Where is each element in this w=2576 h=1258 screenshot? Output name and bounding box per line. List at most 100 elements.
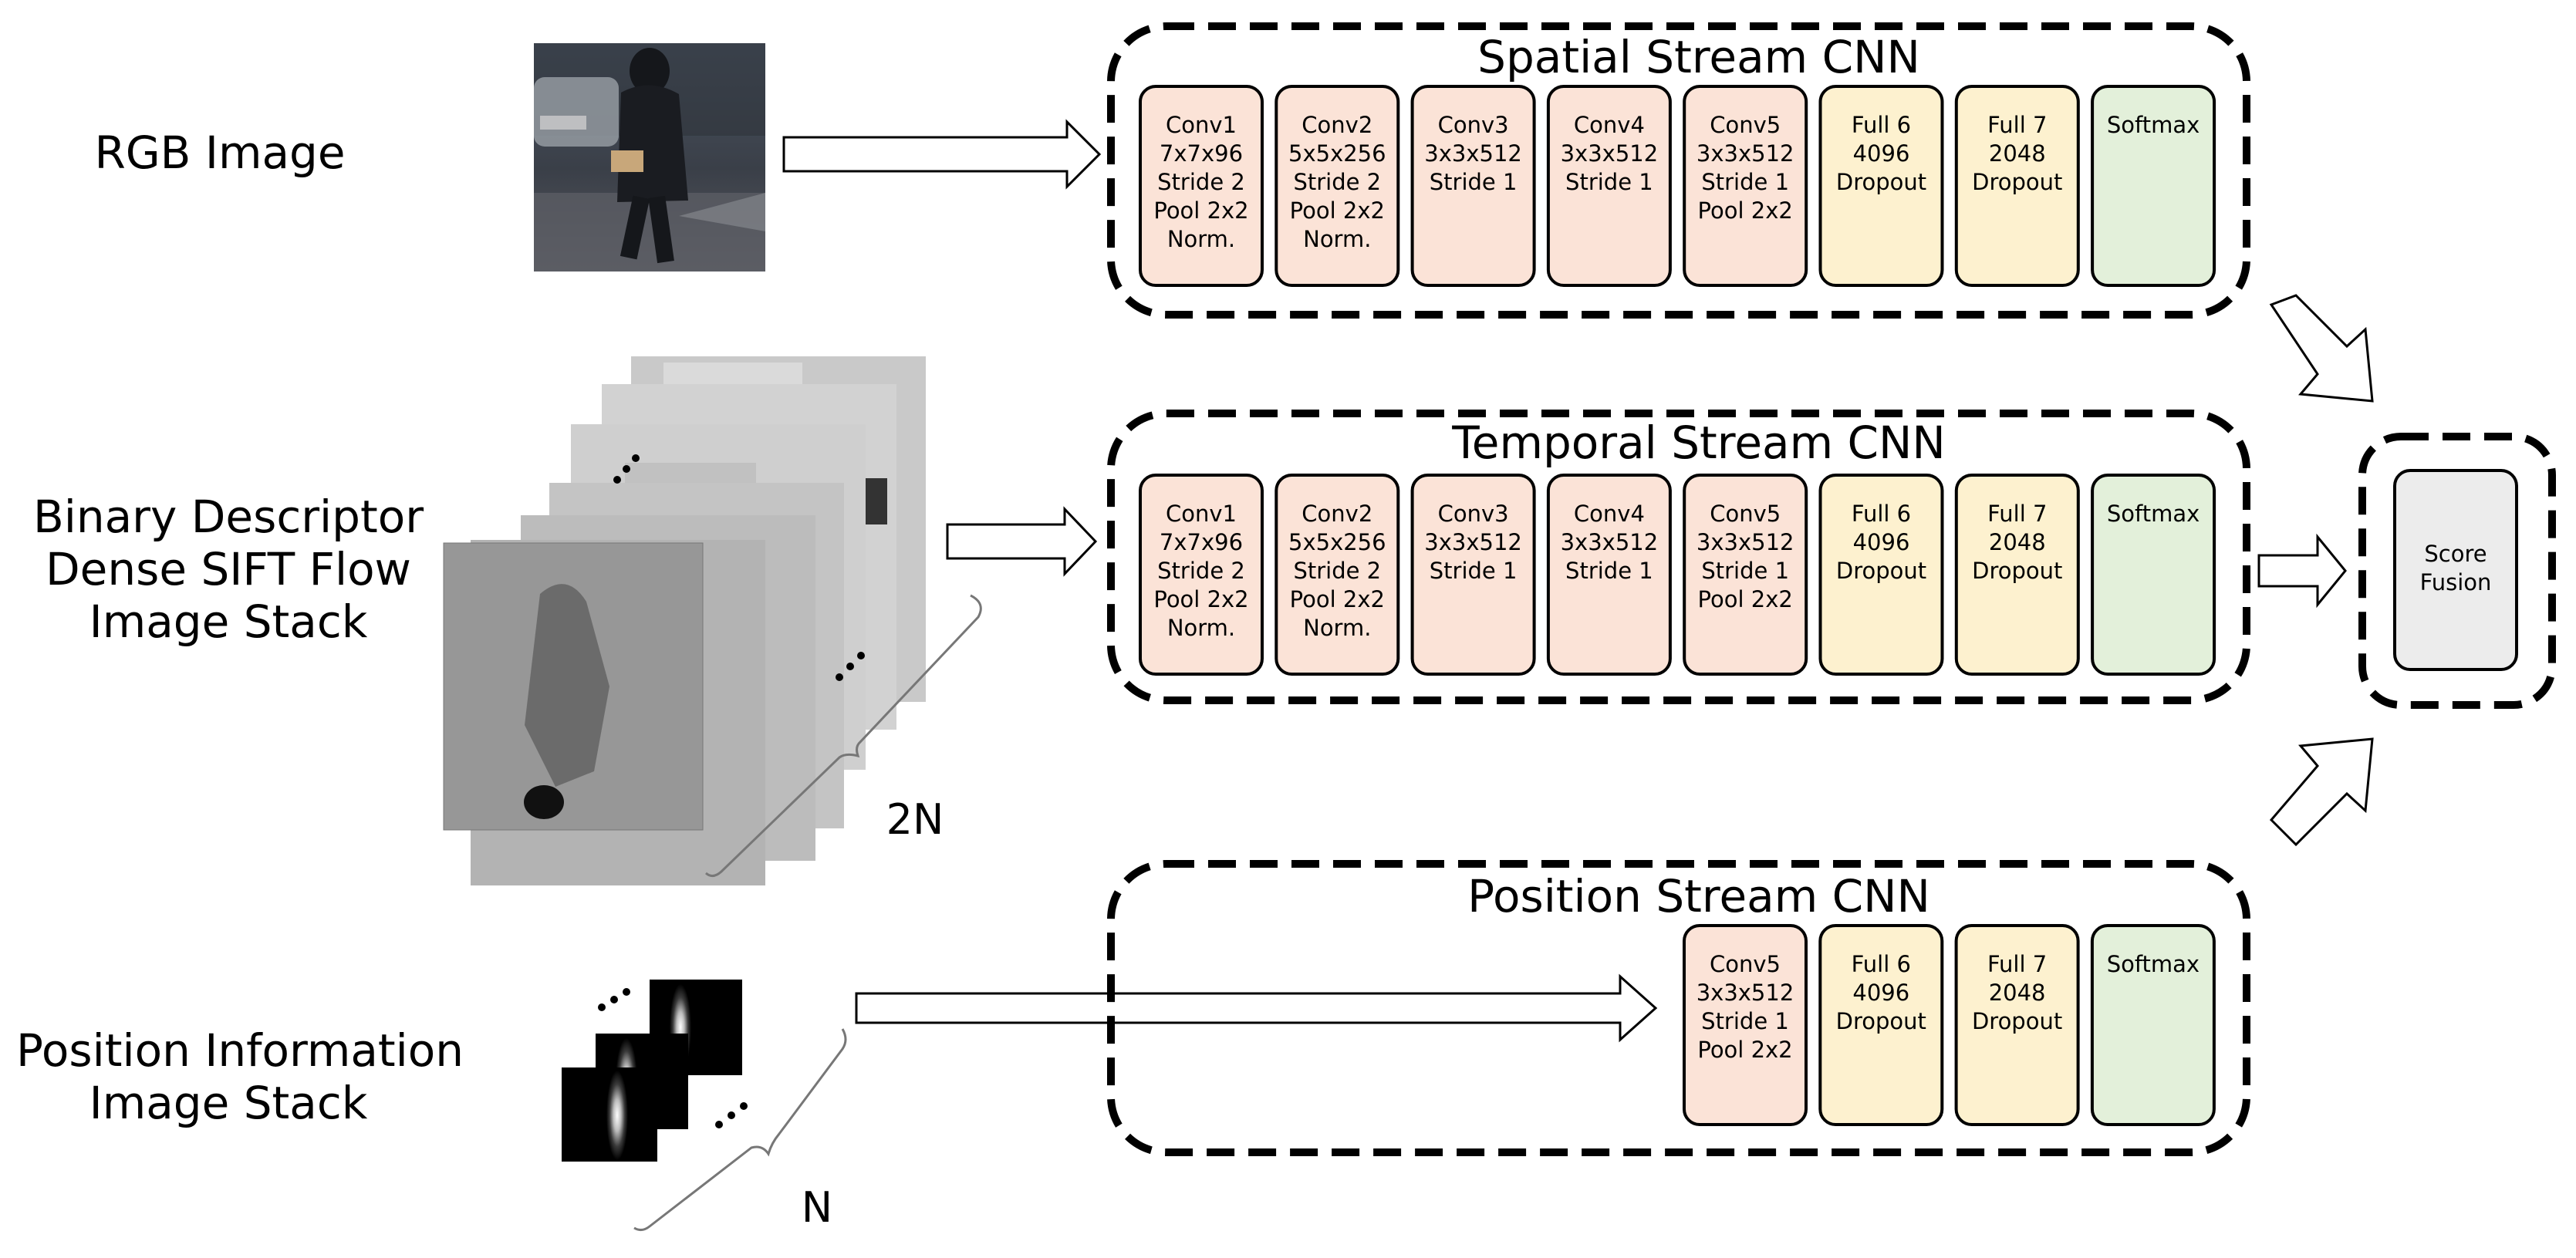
temporal-to-fusion-arrow [2257,533,2347,609]
layer-text: Conv5 [1710,112,1781,138]
layer-box [1954,924,2080,1126]
layer-text: 2048 [1989,529,2046,555]
layer-text: Pool 2x2 [1290,586,1385,612]
layer-text: Stride 1 [1430,169,1518,195]
layer-text: Norm. [1167,615,1235,641]
layer-text: 3x3x512 [1424,529,1522,555]
layer-text: Conv5 [1710,951,1781,977]
layer-text: Softmax [2107,112,2200,138]
layer-box [1410,474,1536,676]
layer-text: Pool 2x2 [1153,586,1248,612]
layer-box [2090,924,2216,1126]
position-label-line: Position Information [16,1024,464,1077]
layer-text: Stride 1 [1430,558,1518,584]
spatial-stream-title: Spatial Stream CNN [1477,31,1920,83]
position-to-stream-arrow [855,973,1658,1043]
layer-text: Full 6 [1852,501,1911,527]
layer-box [1818,85,1944,287]
rgb-label-line: RGB Image [94,126,345,179]
layer-text: Full 7 [1987,951,2047,977]
flow-label-line: Binary Descriptor [33,491,424,543]
layer-text: Full 6 [1852,112,1911,138]
layer-text: Stride 2 [1157,558,1245,584]
rgb-image-label: RGB Image [94,126,345,179]
position-stack-label: Position Information Image Stack [16,1024,464,1129]
layer-text: Stride 2 [1293,169,1381,195]
layer-text: 7x7x96 [1160,529,1243,555]
layer-text: Dropout [1836,558,1926,584]
position-image-stack [562,980,748,1162]
layer-text: Pool 2x2 [1698,586,1793,612]
layer-text: 3x3x512 [1561,529,1659,555]
layer-box [1139,85,1264,287]
layer-text: 3x3x512 [1561,140,1659,167]
layer-text: Conv5 [1710,501,1781,527]
score-fusion-container: Score Fusion [2358,433,2556,709]
layer-text: Conv4 [1574,501,1645,527]
layer-text: 4096 [1853,140,1910,167]
layer-box [1818,474,1944,676]
score-fusion-line: Fusion [2420,569,2492,595]
layer-box [1274,474,1400,676]
layer-text: Pool 2x2 [1698,197,1793,224]
layer-text: 5x5x256 [1288,140,1386,167]
layer-text: Norm. [1167,226,1235,252]
layer-text: 2048 [1989,980,2046,1006]
layer-text: Dropout [1972,169,2062,195]
spatial-softmax-block: Softmax [2091,85,2216,287]
layer-box [1546,474,1672,676]
layer-text: Pool 2x2 [1697,1037,1792,1063]
layer-text: Conv3 [1438,112,1509,138]
layer-text: 4096 [1852,980,1909,1006]
position-softmax-block: Softmax [2090,924,2216,1126]
layer-text: 3x3x512 [1697,140,1794,167]
position-stack-brace [633,1028,847,1232]
layer-text: Softmax [2107,951,2200,977]
position-stream-title: Position Stream CNN [1467,870,1930,922]
layer-box [1683,924,1808,1126]
layer-box [1139,474,1264,676]
layer-text: Stride 1 [1701,1008,1789,1034]
rgb-to-spatial-arrow [782,119,1102,190]
layer-box [1546,85,1672,287]
layer-box [1683,85,1808,287]
layer-text: Full 7 [1987,501,2047,527]
position-stream: Position Stream CNN [1107,860,2250,1156]
flow-to-temporal-arrow [946,506,1098,577]
flow-label-line: Dense SIFT Flow [46,543,411,595]
rgb-image-thumbnail [534,43,765,271]
layer-text: Stride 1 [1565,558,1653,584]
layer-box [1954,474,2080,676]
position-stack-count: N [802,1183,832,1232]
layer-text: 2048 [1989,140,2046,167]
temporal-stream-title: Temporal Stream CNN [1451,417,1946,469]
layer-box [1274,85,1400,287]
layer-box [1818,924,1944,1126]
layer-text: Pool 2x2 [1153,197,1248,224]
position-label-line: Image Stack [89,1077,368,1129]
flow-stack-label: Binary Descriptor Dense SIFT Flow Image … [33,491,424,648]
layer-text: Stride 2 [1157,169,1245,195]
layer-box [1683,474,1808,676]
layer-text: Conv1 [1166,112,1237,138]
layer-box [2091,85,2216,287]
score-fusion-line: Score [2424,541,2487,567]
layer-text: Norm. [1303,615,1371,641]
layer-text: 3x3x512 [1697,529,1794,555]
temporal-stream: Temporal Stream CNN [1107,410,2250,704]
layer-text: Conv2 [1302,501,1372,527]
layer-text: 7x7x96 [1160,140,1243,167]
